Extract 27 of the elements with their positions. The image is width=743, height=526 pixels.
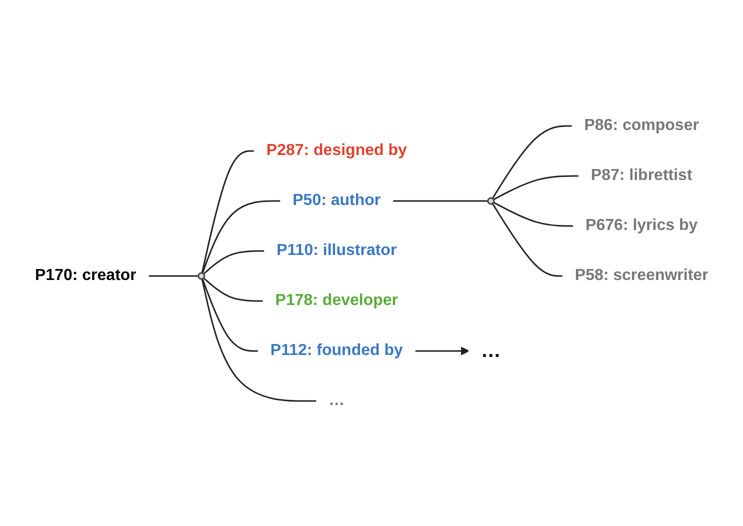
connector bbox=[392, 200, 488, 202]
connector bbox=[492, 202, 563, 276]
connector bbox=[202, 276, 264, 302]
node-text: P86: composer bbox=[584, 116, 699, 134]
connector bbox=[202, 200, 280, 273]
node-text: P87: librettist bbox=[590, 166, 692, 184]
node-text: P676: lyrics by bbox=[585, 216, 698, 234]
connector bbox=[493, 174, 579, 200]
node-text: … bbox=[328, 392, 344, 408]
node-text: P58: screenwriter bbox=[574, 266, 708, 284]
node-text: P178: developer bbox=[275, 292, 398, 308]
connector bbox=[202, 250, 264, 274]
node-text: … bbox=[480, 340, 501, 362]
connector bbox=[202, 278, 258, 352]
node-text: P287: designed by bbox=[266, 142, 407, 158]
node-circle bbox=[486, 196, 494, 204]
connector bbox=[493, 201, 574, 226]
connector bbox=[201, 150, 254, 273]
node-circle bbox=[197, 272, 205, 280]
connector bbox=[148, 274, 198, 276]
connector bbox=[201, 278, 316, 402]
node-text: P112: founded by bbox=[270, 342, 403, 358]
node-text: P50: author bbox=[292, 192, 380, 208]
connector bbox=[492, 124, 572, 198]
node-text: P110: illustrator bbox=[276, 242, 397, 258]
node-text: P170: creator bbox=[34, 266, 136, 284]
arrow bbox=[414, 346, 470, 355]
